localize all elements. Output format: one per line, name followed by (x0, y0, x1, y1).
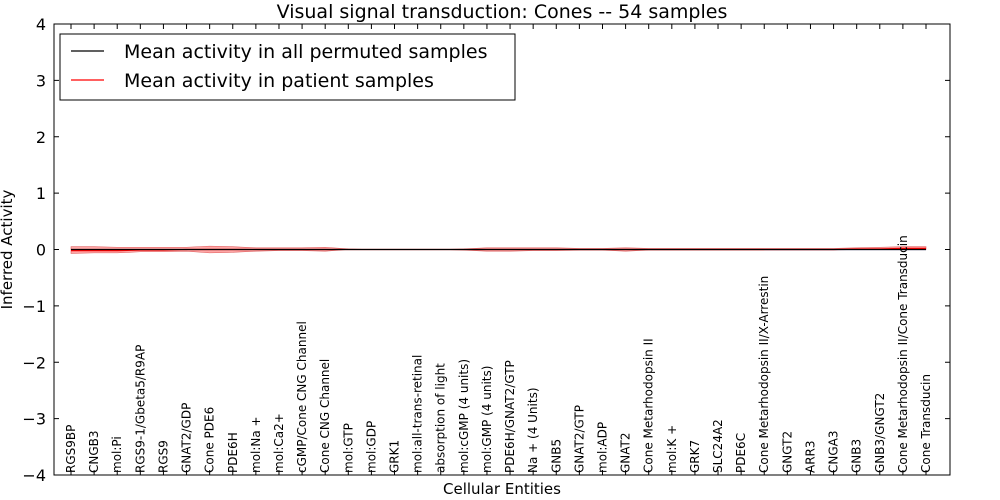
x-category-label: mol:K + (665, 425, 679, 473)
x-category-label: PDE6C (734, 433, 748, 473)
legend-label-permuted: Mean activity in all permuted samples (124, 41, 487, 63)
y-tick-label: −2 (22, 353, 46, 372)
x-category-label: RGS9BP (64, 425, 78, 473)
x-category-label: GNB3/GNGT2 (873, 393, 887, 473)
y-tick-label: 1 (36, 184, 46, 203)
x-category-label: PDE6H/GNAT2/GTP (503, 360, 517, 473)
x-category-label: GNAT2/GTP (572, 405, 586, 473)
x-category-label: GNAT2/GDP (180, 403, 194, 473)
x-category-label: GNB5 (549, 439, 563, 473)
x-category-label: mol:Ca2+ (272, 413, 286, 473)
y-tick-label: −4 (22, 466, 46, 485)
x-category-label: mol:GDP (364, 421, 378, 473)
x-category-label: SLC24A2 (711, 419, 725, 473)
plot-frame (53, 23, 951, 476)
x-category-label: Na + (4 Units) (526, 387, 540, 473)
x-category-label: Cone Metarhodopsin II (642, 338, 656, 473)
x-axis-label: Cellular Entities (443, 480, 561, 498)
legend-label-patient: Mean activity in patient samples (124, 70, 434, 92)
x-category-label: GRK7 (688, 440, 702, 473)
x-category-label: cGMP/Cone CNG Channel (295, 321, 309, 473)
x-category-label: CNGB3 (87, 430, 101, 473)
x-category-label: GNB3 (850, 439, 864, 473)
legend-box (59, 33, 516, 101)
x-category-label: CNGA3 (827, 431, 841, 474)
legend: Mean activity in all permuted samples Me… (59, 33, 516, 101)
y-tick-label: 4 (36, 15, 46, 34)
x-category-label: GNAT2 (619, 432, 633, 473)
chart-title: Visual signal transduction: Cones -- 54 … (277, 1, 728, 23)
x-category-label: Cone Transducin (919, 374, 933, 473)
x-category-label: mol:cGMP (4 units) (457, 359, 471, 473)
x-category-label: GNGT2 (780, 431, 794, 473)
y-tick-label: −1 (22, 297, 46, 316)
x-category-label: PDE6H (226, 432, 240, 473)
x-category-label: Cone Metarhodopsin II/X-Arrestin (757, 276, 771, 473)
x-category-label: ARR3 (803, 440, 817, 473)
x-category-label: Cone CNG Channel (318, 359, 332, 473)
y-tick-label: 2 (36, 128, 46, 147)
y-tick-label: 3 (36, 71, 46, 90)
x-category-label: mol:Pi (110, 436, 124, 473)
y-tick-label: −3 (22, 410, 46, 429)
x-category-label: RGS9 (156, 440, 170, 473)
x-category-label: absorption of light (434, 363, 448, 473)
x-category-label: GRK1 (388, 440, 402, 473)
y-axis-label: Inferred Activity (0, 189, 16, 309)
x-category-label: mol:GMP (4 units) (480, 366, 494, 473)
x-category-label: RGS9-1/Gbeta5/R9AP (133, 345, 147, 473)
x-category-label: Cone Metarhodopsin II/Cone Transducin (896, 235, 910, 473)
x-category-label: mol:all-trans-retinal (411, 355, 425, 473)
x-category-label: mol:GTP (341, 423, 355, 473)
x-category-label: mol:ADP (595, 422, 609, 473)
y-tick-label: 0 (36, 241, 46, 260)
x-category-label: mol:Na + (249, 416, 263, 473)
x-category-label: Cone PDE6 (203, 407, 217, 473)
